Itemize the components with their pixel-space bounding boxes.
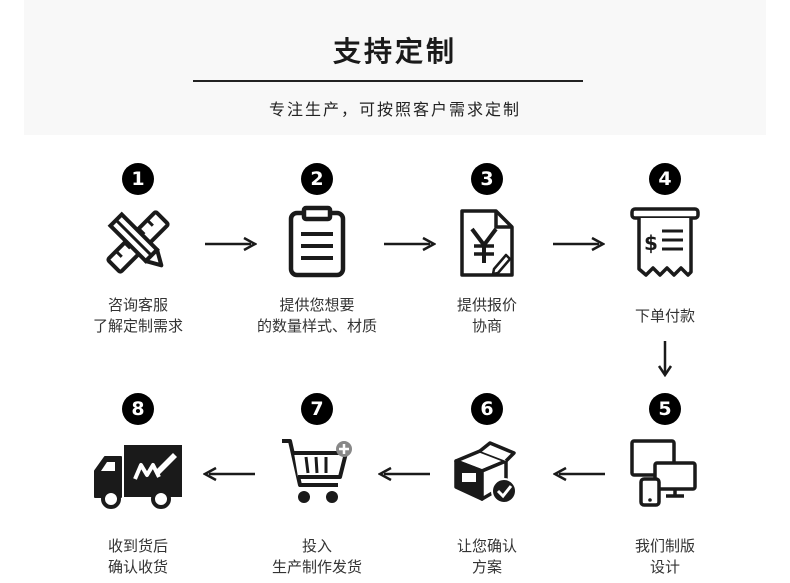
arrow-left-icon: [203, 466, 255, 482]
step-number-badge: 5: [649, 393, 681, 425]
step-3: 3 提供报价 协商: [412, 163, 562, 353]
devices-icon: [628, 435, 702, 509]
step-number-badge: 2: [301, 163, 333, 195]
step-1: 1 咨询客服 了解定制需求: [63, 163, 213, 353]
step-7: 7 投入 生产制作发货: [242, 393, 392, 583]
step-number-badge: 4: [649, 163, 681, 195]
step-number-badge: 1: [122, 163, 154, 195]
step-label-line2: 方案: [471, 558, 502, 576]
step-label-line1: 提供报价: [456, 296, 517, 314]
step-6: 6 让您确认 方案: [412, 393, 562, 583]
step-label-line1: 咨询客服: [107, 296, 168, 314]
step-8: 8 收到货后 确认收货: [63, 393, 213, 583]
arrow-left-icon: [553, 466, 605, 482]
step-label-line2: 协商: [471, 317, 502, 335]
box-check-icon: [450, 435, 524, 509]
page-subtitle: 专注生产，可按照客户需求定制: [268, 100, 521, 119]
step-2: 2 提供您想要 的数量样式、材质: [242, 163, 392, 353]
step-5: 5 我们制版 设计: [590, 393, 740, 583]
arrow-right-icon: [205, 236, 257, 252]
step-label-line1: 让您确认: [456, 537, 517, 555]
delivery-truck-icon: [91, 435, 185, 509]
step-label-line1: 收到货后: [107, 537, 168, 555]
step-number-badge: 6: [471, 393, 503, 425]
arrow-right-icon: [384, 236, 436, 252]
step-label-line1: 投入: [301, 537, 332, 555]
step-label-line2: 的数量样式、材质: [256, 317, 377, 335]
step-label-line1: 提供您想要: [279, 296, 355, 314]
clipboard-icon: [280, 205, 354, 279]
step-number-badge: 7: [301, 393, 333, 425]
arrow-down-icon: [657, 341, 673, 377]
step-label-line2: 了解定制需求: [92, 317, 183, 335]
step-label-line2: 设计: [649, 558, 680, 576]
title-divider: [193, 80, 583, 82]
step-label-line2: 生产制作发货: [271, 558, 362, 576]
yuan-document-icon: [450, 205, 524, 279]
shopping-cart-icon: [280, 435, 354, 509]
step-number-badge: 8: [122, 393, 154, 425]
receipt-icon: $: [628, 205, 702, 279]
arrow-right-icon: [553, 236, 605, 252]
arrow-left-icon: [378, 466, 430, 482]
svg-text:$: $: [644, 231, 658, 255]
header-panel: [24, 0, 766, 135]
ruler-pencil-icon: [101, 205, 175, 279]
step-label-line1: 我们制版: [634, 537, 695, 555]
page-title: 支持定制: [332, 35, 457, 68]
step-4: 4 $ 下单付款: [590, 163, 740, 353]
step-label-line1: 下单付款: [634, 307, 695, 325]
step-number-badge: 3: [471, 163, 503, 195]
step-label-line2: 确认收货: [107, 558, 168, 576]
